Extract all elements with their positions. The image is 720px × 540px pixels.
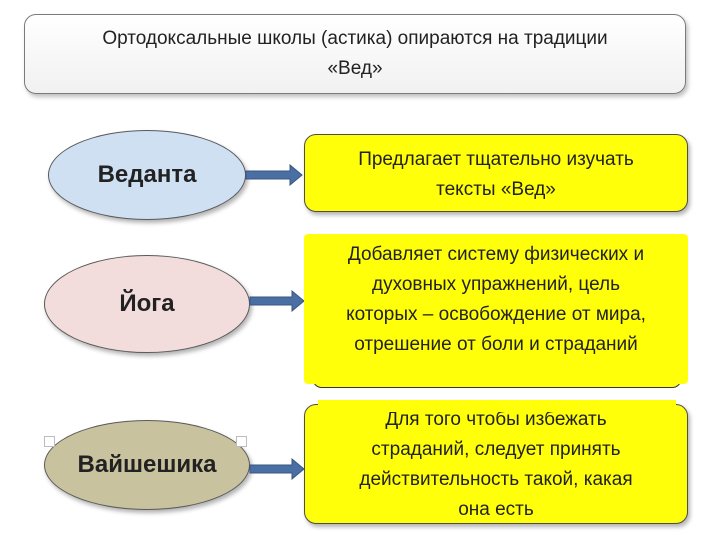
vaisheshika-desc-line-4: она есть [458, 499, 534, 520]
right-arrow-icon [249, 458, 305, 480]
title-line-2: «Вед» [327, 58, 383, 79]
school-name-vedanta: Веданта [97, 161, 197, 188]
description-box-vedanta: Предлагает тщательно изучать тексты «Вед… [304, 134, 688, 212]
vedanta-desc-line-2: тексты «Вед» [436, 179, 556, 200]
description-box-vaisheshika: Для того чтобы избежать страданий, следу… [304, 404, 688, 524]
title-line-1: Ортодоксальные школы (астика) опираются … [102, 28, 608, 49]
yoga-desc-line-2: духовных упражнений, цель [371, 274, 621, 295]
yoga-desc-line-4: отрешение от боли и страданий [354, 334, 638, 355]
description-box-vaisheshika-top [318, 400, 676, 412]
school-name-vaisheshika: Вайшешика [77, 451, 217, 478]
right-arrow-icon [249, 290, 305, 312]
title-box: Ортодоксальные школы (астика) опираются … [24, 14, 686, 94]
vaisheshika-desc-line-3: действительность такой, какая [359, 469, 633, 490]
selection-handle [44, 436, 55, 447]
yoga-desc-line-1: Добавляет систему физических и [347, 244, 645, 265]
school-ellipse-yoga: Йога [44, 255, 250, 353]
selection-handle [236, 436, 247, 447]
school-ellipse-vaisheshika: Вайшешика [44, 420, 250, 510]
description-box-yoga: Добавляет систему физических и духовных … [304, 234, 688, 384]
right-arrow-icon [245, 164, 303, 186]
vaisheshika-desc-line-1: Для того чтобы избежать [385, 409, 607, 430]
vedanta-desc-line-1: Предлагает тщательно изучать [358, 149, 634, 170]
school-name-yoga: Йога [119, 290, 175, 317]
school-ellipse-vedanta: Веданта [48, 130, 246, 220]
vaisheshika-desc-line-2: страданий, следует принять [371, 439, 621, 460]
yoga-desc-line-3: которых – освобождение от мира, [346, 304, 646, 325]
